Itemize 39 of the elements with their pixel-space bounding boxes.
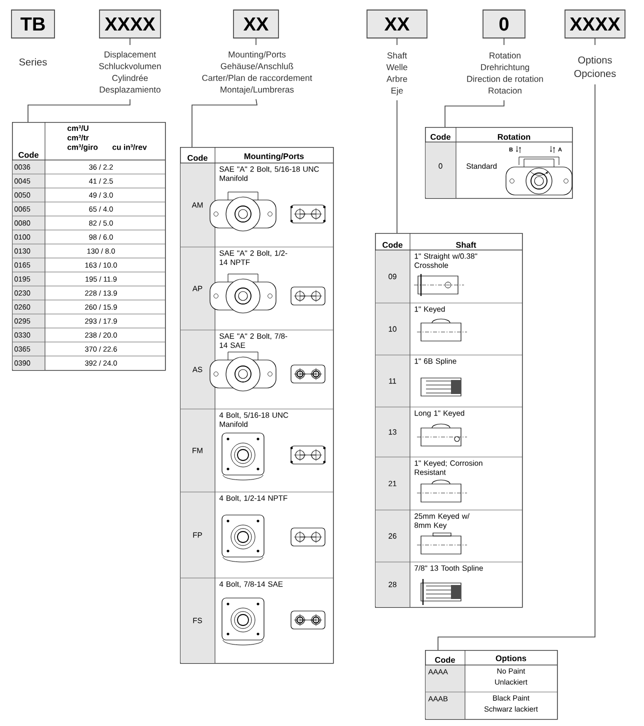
caption-text: Welle bbox=[386, 64, 408, 70]
caption-text: Rotation bbox=[490, 52, 520, 59]
caption-text: Montaje/Lumbreras bbox=[220, 86, 294, 94]
code-box: XX bbox=[233, 10, 279, 38]
table-cell: Shaft bbox=[456, 242, 476, 248]
caption-text: Gehäuse/Anschluß bbox=[220, 62, 294, 70]
caption-text: Eje bbox=[392, 87, 403, 96]
caption-text: Options bbox=[578, 56, 612, 66]
caption-text: Rotacion bbox=[488, 87, 522, 94]
caption-text: Mounting/Ports bbox=[228, 51, 286, 60]
caption-text: Displacement bbox=[104, 51, 156, 60]
caption-text: Schluckvolumen bbox=[99, 62, 161, 70]
code-box: 0 bbox=[482, 10, 526, 38]
table-cell: Code bbox=[435, 656, 455, 663]
caption-text: Arbre bbox=[386, 76, 408, 82]
connector-line bbox=[192, 98, 258, 148]
connector-line bbox=[444, 100, 504, 128]
caption-text: Opciones bbox=[574, 70, 616, 80]
caption-text: Drehrichtung bbox=[481, 64, 530, 72]
caption-text: Shaft bbox=[387, 52, 407, 59]
table-cell: Code bbox=[18, 152, 38, 158]
code-box: TB bbox=[11, 10, 55, 38]
caption-text: Cylindrée bbox=[112, 74, 148, 83]
connector-line bbox=[438, 84, 596, 650]
caption-text: Carter/Plan de raccordement bbox=[202, 74, 312, 81]
table-cell: Mounting/Ports bbox=[244, 153, 304, 161]
table-cell: Options bbox=[496, 655, 526, 663]
code-box: XXXX bbox=[564, 10, 626, 38]
table-cell: Code bbox=[382, 242, 402, 248]
caption-text: Direction de rotation bbox=[467, 76, 543, 82]
table-cell: Rotation bbox=[498, 134, 530, 140]
code-box: XXXX bbox=[99, 10, 161, 38]
caption-text: Desplazamiento bbox=[100, 86, 160, 94]
connector-line bbox=[396, 100, 398, 234]
caption-text: Series bbox=[19, 58, 47, 66]
table-cell: Code bbox=[188, 154, 208, 161]
code-box: XX bbox=[366, 10, 428, 38]
table-cell: Code bbox=[430, 134, 450, 140]
connector-line bbox=[28, 98, 130, 122]
